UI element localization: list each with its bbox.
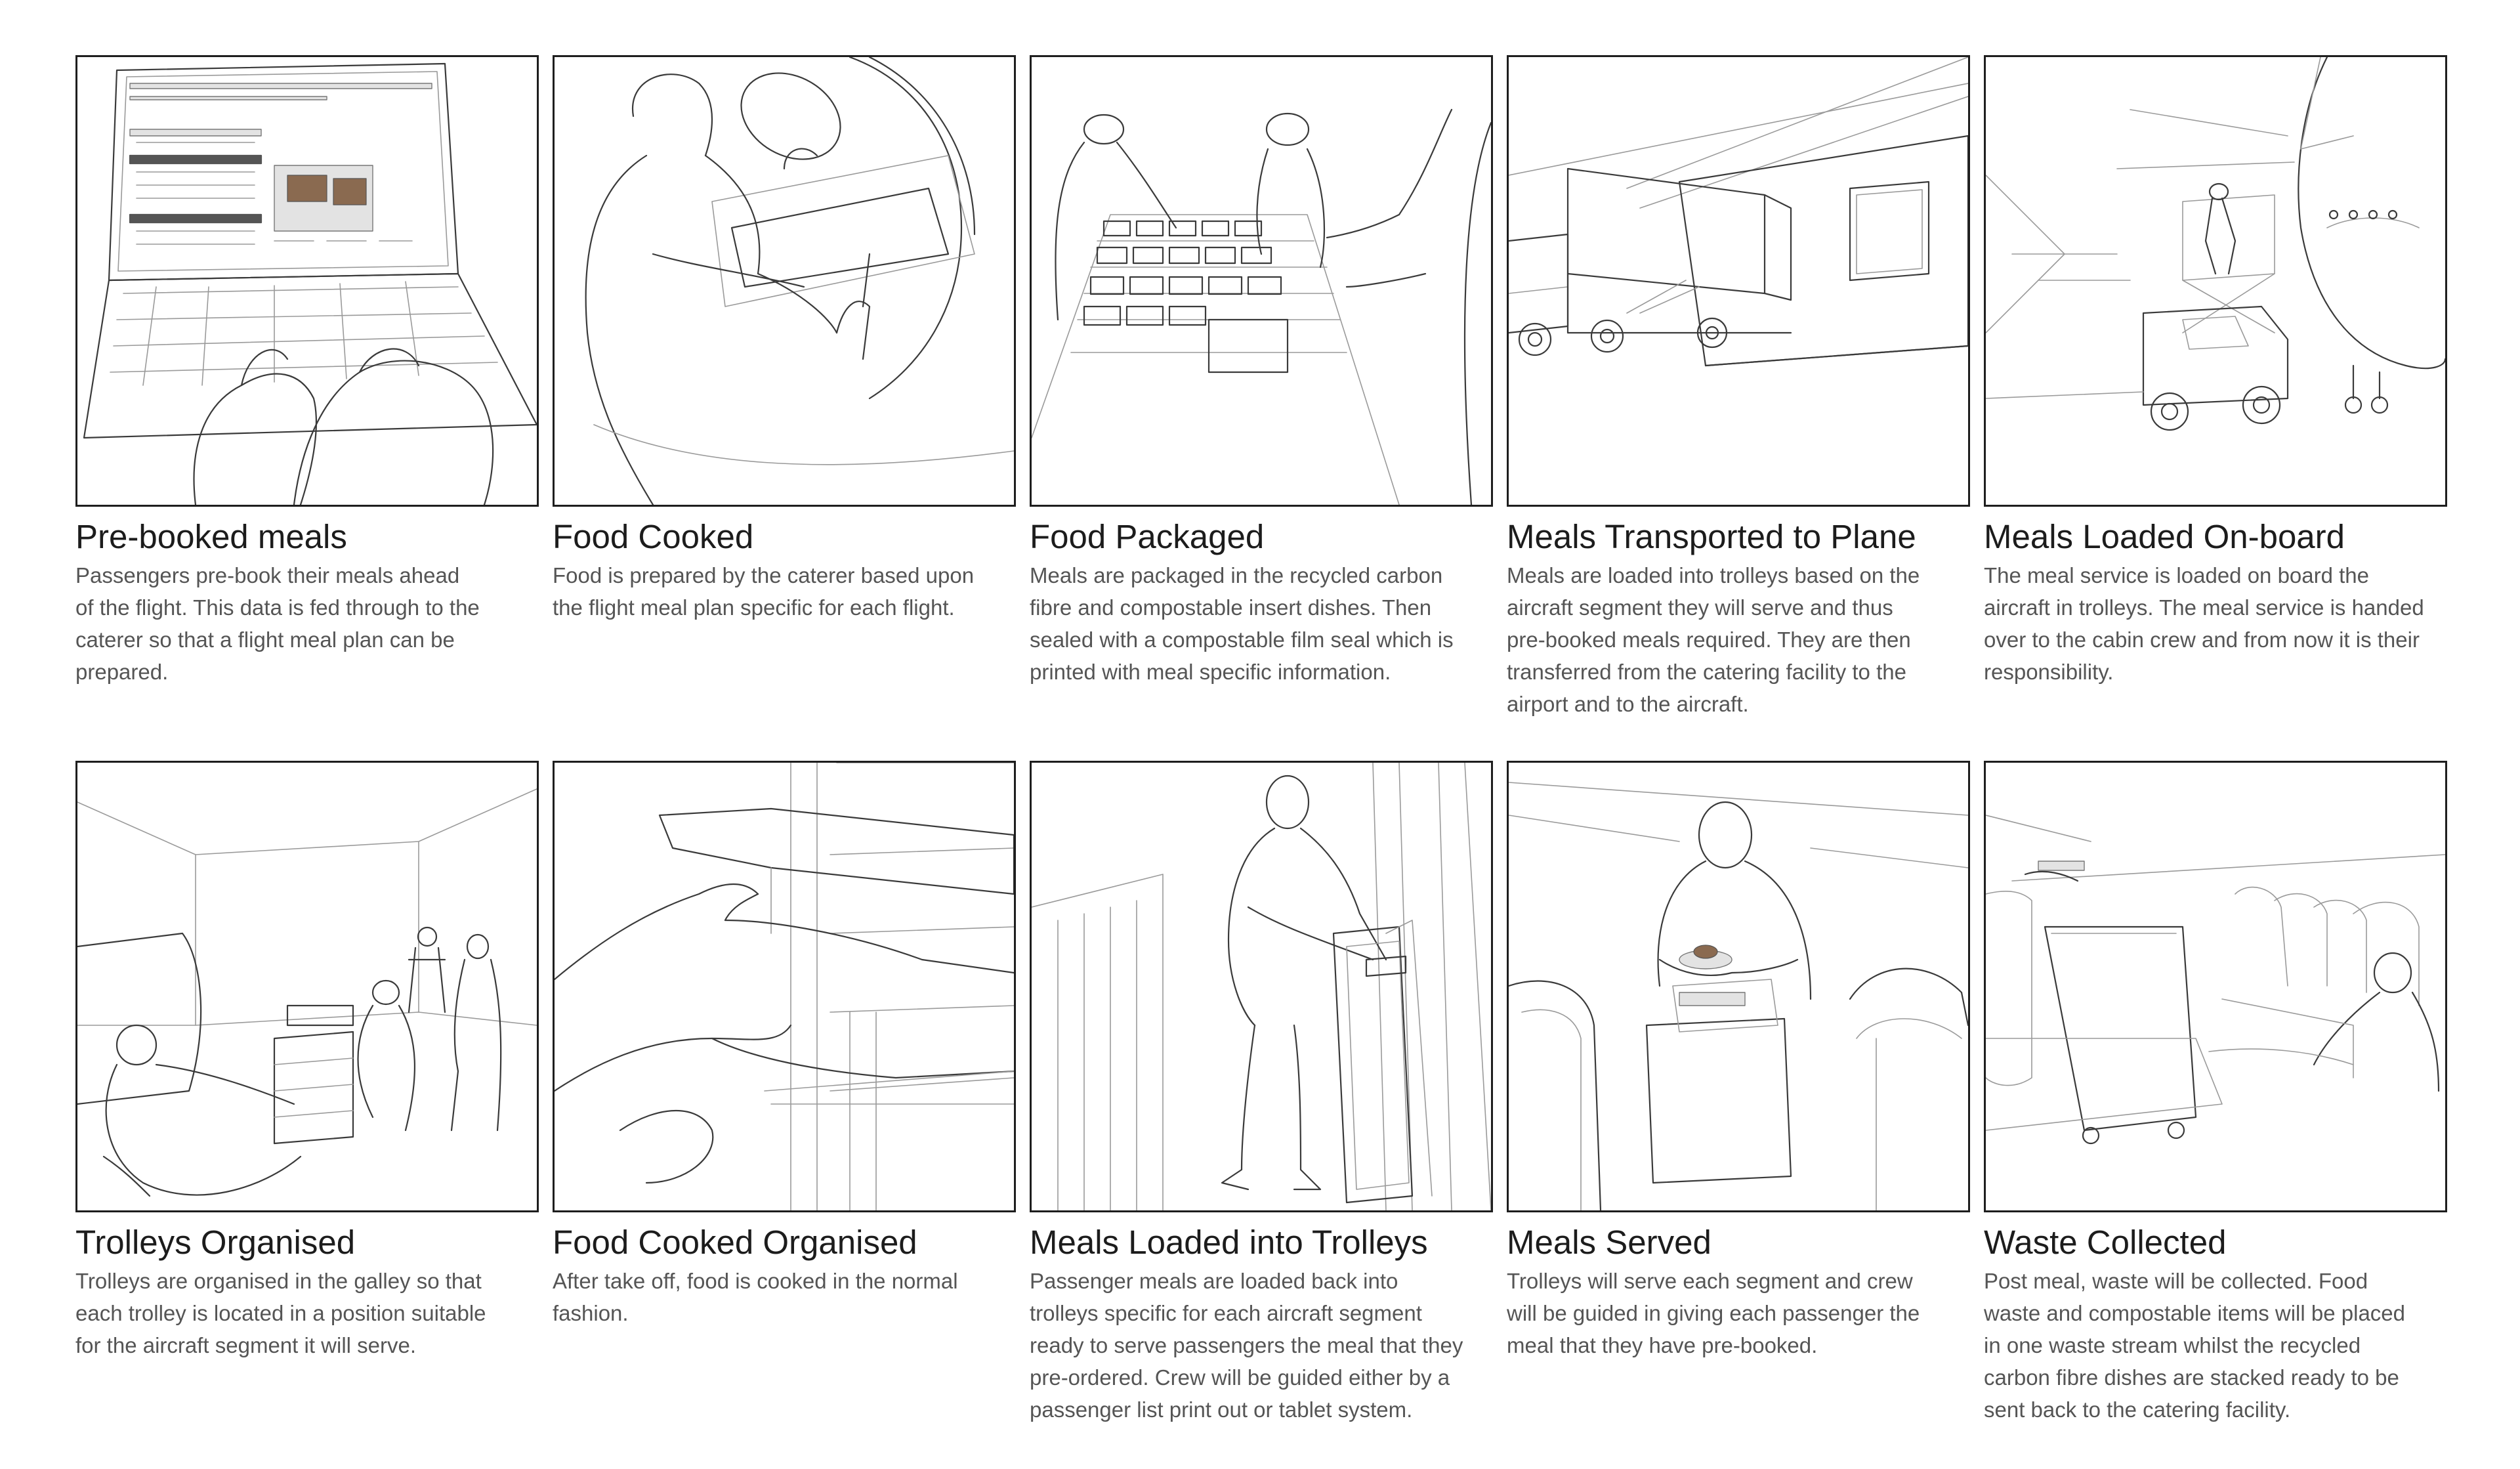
step-description: Trolleys will serve each segment and cre… [1507, 1265, 1970, 1361]
aircraft-loading-illustration [1984, 55, 2447, 507]
step-description: Trolleys are organised in the galley so … [75, 1265, 539, 1361]
step-card-trolleys-organised: Trolleys Organised Trolleys are organise… [75, 761, 539, 1361]
meal-service-illustration [1507, 761, 1970, 1212]
step-card-meals-loaded-on-board: Meals Loaded On-board The meal service i… [1984, 55, 2447, 688]
galley-trolleys-illustration [75, 761, 539, 1212]
oven-tray-illustration [553, 761, 1016, 1212]
catering-truck-illustration [1507, 55, 1970, 507]
crew-loading-trolley-illustration [1030, 761, 1493, 1212]
step-card-meals-served: Meals Served Trolleys will serve each se… [1507, 761, 1970, 1361]
step-title: Food Cooked [553, 517, 1016, 557]
step-title: Meals Transported to Plane [1507, 517, 1970, 557]
step-title: Meals Loaded On-board [1984, 517, 2447, 557]
step-title: Trolleys Organised [75, 1223, 539, 1262]
laptop-booking-illustration [75, 55, 539, 507]
step-card-meals-transported-to-plane: Meals Transported to Plane Meals are loa… [1507, 55, 1970, 720]
step-card-pre-booked-meals: Pre-booked meals Passengers pre-book the… [75, 55, 539, 688]
step-description: Food is prepared by the caterer based up… [553, 559, 1016, 624]
step-card-food-packaged: Food Packaged Meals are packaged in the … [1030, 55, 1493, 688]
step-card-food-cooked-organised: Food Cooked Organised After take off, fo… [553, 761, 1016, 1329]
packaging-line-illustration [1030, 55, 1493, 507]
step-description: Meals are loaded into trolleys based on … [1507, 559, 1970, 720]
step-title: Food Packaged [1030, 517, 1493, 557]
step-card-waste-collected: Waste Collected Post meal, waste will be… [1984, 761, 2447, 1426]
step-title: Waste Collected [1984, 1223, 2447, 1262]
step-card-meals-loaded-into-trolleys: Meals Loaded into Trolleys Passenger mea… [1030, 761, 1493, 1426]
step-card-food-cooked: Food Cooked Food is prepared by the cate… [553, 55, 1016, 624]
step-title: Meals Served [1507, 1223, 1970, 1262]
step-title: Meals Loaded into Trolleys [1030, 1223, 1493, 1262]
step-title: Pre-booked meals [75, 517, 539, 557]
step-description: After take off, food is cooked in the no… [553, 1265, 1016, 1329]
step-title: Food Cooked Organised [553, 1223, 1016, 1262]
kitchen-cooking-illustration [553, 55, 1016, 507]
step-description: Post meal, waste will be collected. Food… [1984, 1265, 2447, 1426]
waste-collection-illustration [1984, 761, 2447, 1212]
step-description: Meals are packaged in the recycled carbo… [1030, 559, 1493, 688]
